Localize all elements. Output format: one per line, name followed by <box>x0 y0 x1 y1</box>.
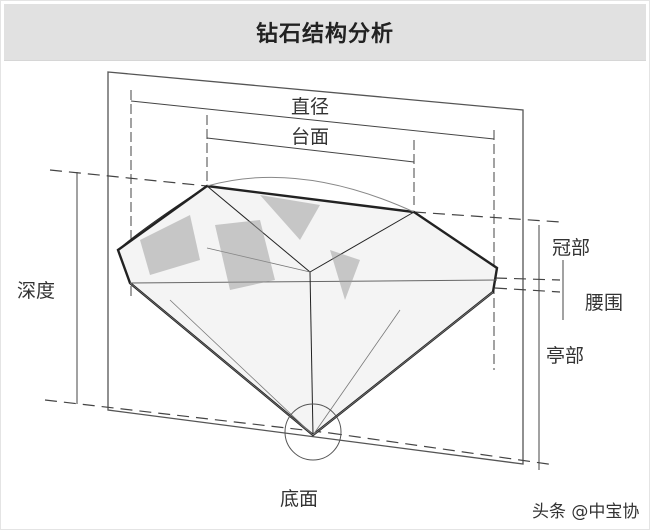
label-crown: 冠部 <box>552 237 591 259</box>
reference-lines <box>44 169 561 466</box>
culet-circle <box>284 403 342 461</box>
page-title: 钻石结构分析 <box>255 22 394 47</box>
watermark: 头条 @中宝协 <box>532 502 640 522</box>
table-dimension <box>206 115 415 205</box>
background-plane <box>107 71 524 465</box>
label-girdle: 腰围 <box>585 292 624 314</box>
label-diameter: 直径 <box>291 96 330 118</box>
label-culet: 底面 <box>280 488 319 510</box>
crown-pavilion-dimension <box>538 225 564 470</box>
label-depth: 深度 <box>17 280 56 302</box>
facet-shading <box>140 195 360 300</box>
label-table: 台面 <box>291 126 330 148</box>
title-bar: 钻石结构分析 <box>4 4 646 61</box>
label-pavilion: 亭部 <box>546 345 585 367</box>
diamond-outline <box>116 176 499 437</box>
